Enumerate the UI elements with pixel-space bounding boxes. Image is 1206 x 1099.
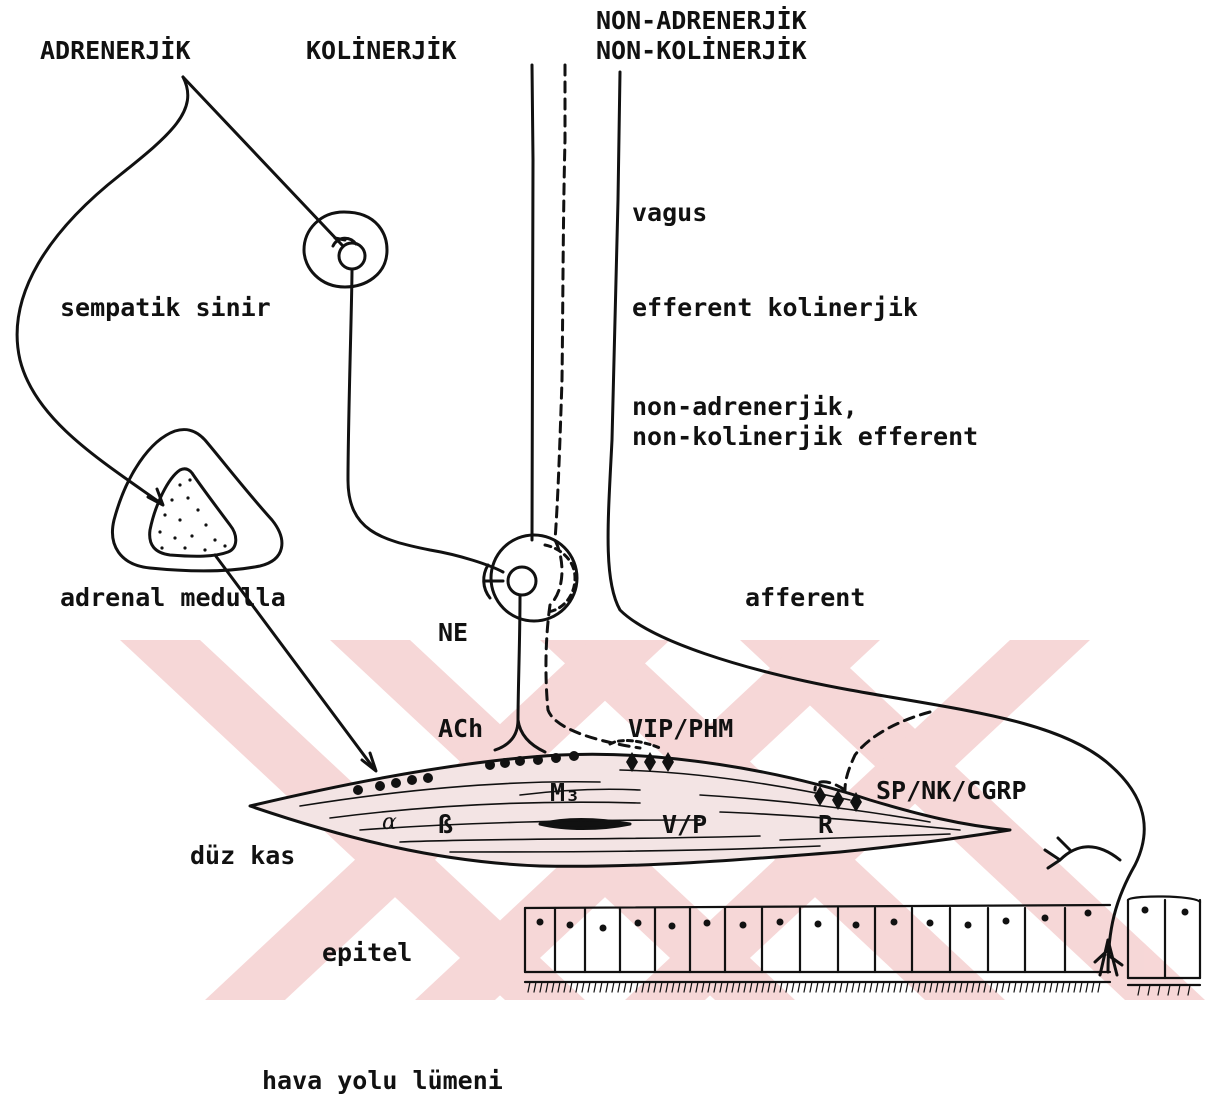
muscle-nucleus xyxy=(540,820,630,829)
adrenal-gland-outline xyxy=(113,430,282,571)
postganglionic-adrenergic-fiber xyxy=(348,269,503,572)
label-nanc-efferent-line1: non-adrenerjik, xyxy=(632,394,858,419)
receptor-r: R xyxy=(818,812,833,837)
adrenal-medulla-core xyxy=(150,469,236,556)
receptor-vp: V/P xyxy=(662,812,707,837)
label-sympathetic-nerve: sempatik sinir xyxy=(60,295,271,320)
parasympathetic-ganglion xyxy=(491,535,577,621)
label-nanc-efferent-line2: non-kolinerjik efferent xyxy=(632,424,978,449)
mediator-ach: ACh xyxy=(438,716,483,741)
medulla-granules xyxy=(158,478,226,551)
label-epithelium: epitel xyxy=(322,940,412,965)
sympathetic-nerve-fiber xyxy=(17,77,188,504)
label-airway-lumen: hava yolu lümeni xyxy=(262,1068,503,1093)
mediator-ne: NE xyxy=(438,620,468,645)
label-adrenal-medulla: adrenal medulla xyxy=(60,585,286,610)
mediator-vip-phm: VIP/PHM xyxy=(628,716,733,741)
adrenergic-ganglion xyxy=(304,212,387,287)
vip-release-sites xyxy=(626,752,674,772)
cholinergic-neuron-body xyxy=(508,567,536,595)
label-smooth-muscle: düz kas xyxy=(190,843,295,868)
receptor-m3: M₃ xyxy=(550,780,580,805)
heading-adrenergic: ADRENERJİK xyxy=(40,38,191,63)
heading-nanc-line2: NON-KOLİNERJİK xyxy=(596,38,807,63)
mediator-sp-nk-cgrp: SP/NK/CGRP xyxy=(876,778,1027,803)
label-efferent-cholinergic: efferent kolinerjik xyxy=(632,295,918,320)
cilia xyxy=(528,982,1190,995)
adrenergic-neuron-body xyxy=(339,243,365,269)
label-afferent: afferent xyxy=(745,585,865,610)
afferent-branch xyxy=(1045,838,1120,868)
vagus-efferent-fiber xyxy=(532,65,533,540)
label-vagus: vagus xyxy=(632,200,707,225)
receptor-beta: ß xyxy=(438,812,453,837)
heading-nanc-line1: NON-ADRENERJİK xyxy=(596,8,807,33)
heading-cholinergic: KOLİNERJİK xyxy=(306,38,457,63)
sympathetic-arrowhead xyxy=(148,489,163,505)
receptor-alpha: α xyxy=(382,812,397,834)
